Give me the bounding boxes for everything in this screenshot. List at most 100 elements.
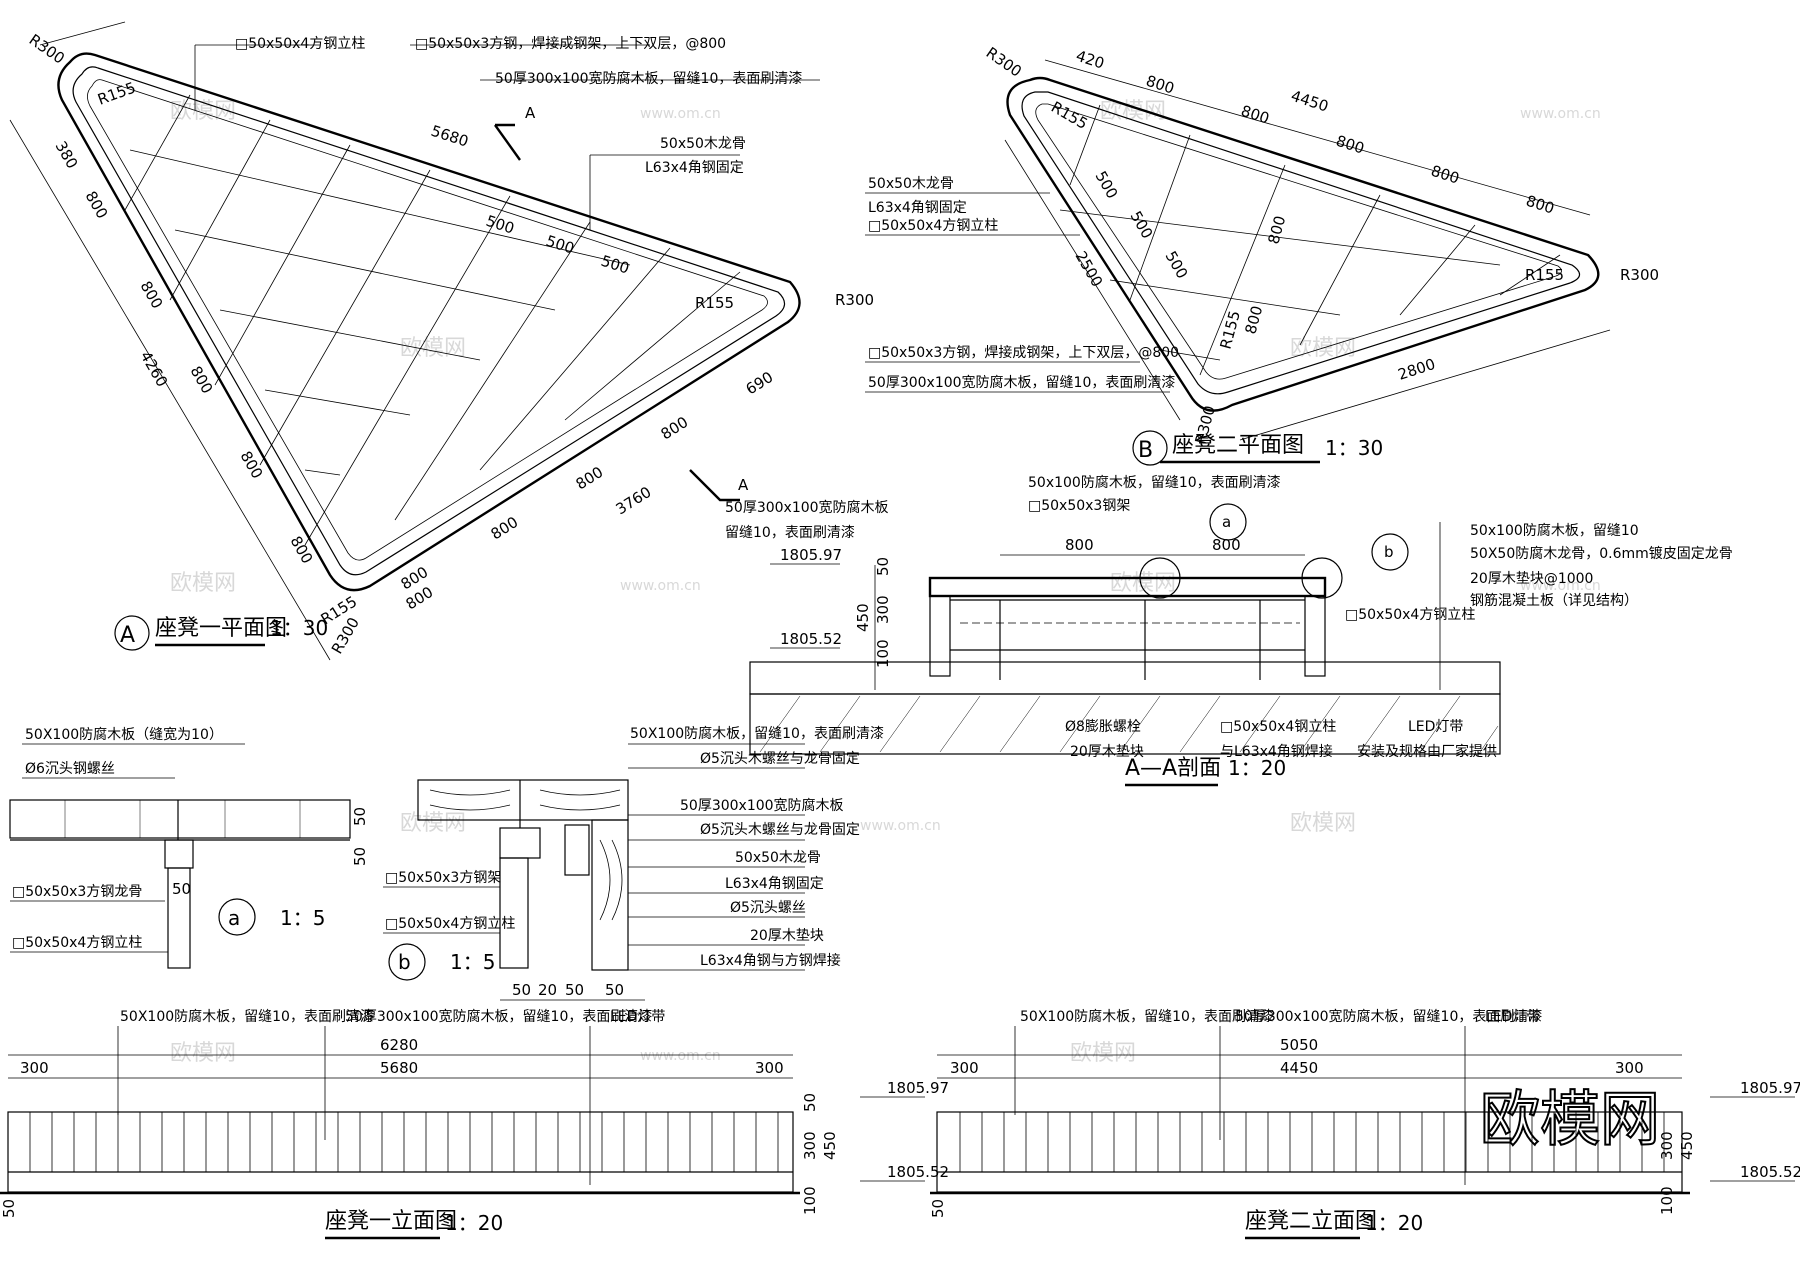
detail-a: 50 50 50 50X100防腐木板（缝宽为10） Ø6沉头钢螺丝 □50x5… (9, 726, 369, 969)
detail-b-note: Ø5沉头螺丝 (730, 900, 806, 916)
section-aa: 800 800 50 450 300 100 1805.97 1805.52 a… (725, 474, 1733, 787)
plan-b-dim: 500 (1162, 248, 1192, 282)
watermark-brand: 欧模网 (1070, 1041, 1136, 1066)
plan-b-note: 50x50木龙骨 (868, 176, 954, 192)
plan-b-dim: 800 (1144, 72, 1177, 98)
plan-a-dim: 800 (573, 463, 607, 493)
plan-b-title: 座凳二平面图 (1172, 433, 1304, 458)
section-dim: 800 (1065, 536, 1094, 554)
detail-b: 50X100防腐木板，留缝10，表面刷清漆 Ø5沉头木螺丝与龙骨固定 50厚30… (383, 725, 884, 1001)
plan-a-note: L63x4角钢固定 (645, 160, 744, 176)
section-note: LED灯带 (1408, 719, 1463, 735)
plan-b-scale: 1：30 (1325, 436, 1383, 460)
plan-a-dim: 500 (599, 252, 632, 278)
elev1-note: 50X100防腐木板，留缝10，表面刷清漆 (120, 1008, 374, 1025)
plan-b-note: □50x50x4方钢立柱 (868, 218, 998, 234)
elev2-note: LED灯带 (1485, 1009, 1540, 1025)
plan-a-dim: 500 (544, 232, 577, 258)
detail-a-dim: 50 (351, 807, 369, 826)
plan-b-dim: 800 (1334, 132, 1367, 158)
watermark-brand: 欧模网 (1290, 811, 1356, 836)
watermark-brand: 欧模网 (400, 336, 466, 361)
elev1-note: LED灯带 (610, 1009, 665, 1025)
plan-b-dim: 500 (1127, 208, 1157, 242)
plan-a-dim: 3760 (613, 483, 655, 519)
elev1-dim: 300 (755, 1059, 784, 1077)
section-note: 与L63x4角钢焊接 (1220, 743, 1333, 760)
plan-b-dim: 500 (1092, 168, 1122, 202)
section-callout: a (1222, 513, 1231, 531)
detail-a-dim: 50 (172, 880, 191, 898)
section-callout: b (1384, 543, 1394, 561)
detail-b-note: 50x50木龙骨 (735, 850, 821, 866)
elev2-dim: 5050 (1280, 1036, 1318, 1054)
elev1-scale: 1：20 (445, 1211, 503, 1235)
detail-b-note: □50x50x3方钢架 (385, 870, 501, 886)
watermark-site: www.om.cn (1520, 106, 1601, 122)
watermark-brand: 欧模网 (170, 571, 236, 596)
detail-b-note: L63x4角钢固定 (725, 876, 824, 892)
section-dim: 50 (874, 557, 892, 576)
detail-b-note: □50x50x4方钢立柱 (385, 916, 515, 932)
section-note: □50x50x4方钢立柱 (1345, 607, 1475, 623)
plan-a-dim: 800 (287, 533, 317, 567)
plan-a-tag: A (120, 623, 135, 648)
section-note: 20厚木垫块 (1070, 744, 1144, 760)
detail-b-note: Ø5沉头木螺丝与龙骨固定 (700, 822, 860, 838)
level-mark: 1805.97 (780, 546, 842, 564)
elev2-note: 50厚300x100宽防腐木板，留缝10，表面刷清漆 (1235, 1008, 1542, 1025)
plan-a-note: □50x50x3方钢，焊接成钢架，上下双层，@800 (415, 35, 726, 52)
detail-a-note: Ø6沉头钢螺丝 (25, 761, 115, 777)
plan-b-dim: 800 (1239, 102, 1272, 128)
detail-a-scale: 1：5 (280, 906, 325, 930)
plan-b-dim: R300 (1620, 266, 1659, 284)
level-mark: 1805.52 (780, 630, 842, 648)
plan-a-note: 50x50木龙骨 (660, 136, 746, 152)
level-mark: 1805.52 (887, 1163, 949, 1181)
watermark-site: www.om.cn (620, 578, 701, 594)
plan-b-dim: R155 (1216, 309, 1243, 351)
watermark-site: www.om.cn (640, 106, 721, 122)
plan-b-dim: 800 (1524, 192, 1557, 218)
plan-a-dim: 4260 (137, 348, 172, 390)
level-mark: 1805.97 (1740, 1079, 1800, 1097)
section-note: 安装及规格由厂家提供 (1357, 743, 1497, 760)
plan-b-note: □50x50x3方钢，焊接成钢架，上下双层，@800 (868, 344, 1179, 361)
elev2-note: 50X100防腐木板，留缝10，表面刷清漆 (1020, 1008, 1274, 1025)
plan-a-note: □50x50x4方钢立柱 (235, 36, 365, 52)
section-note: Ø8膨胀螺栓 (1065, 718, 1141, 735)
plan-a-dim: R155 (95, 78, 138, 108)
plan-b-dim: R155 (1048, 98, 1091, 133)
plan-b-note: 50厚300x100宽防腐木板，留缝10，表面刷清漆 (868, 374, 1175, 391)
section-note: 50厚300x100宽防腐木板 (725, 499, 889, 516)
plan-b-dim: R300 (983, 44, 1025, 81)
detail-b-note: 20厚木垫块 (750, 928, 824, 944)
detail-b-dim: 50 (512, 981, 531, 999)
plan-a-dim: 800 (658, 413, 692, 443)
elev1-dim: 450 (821, 1131, 839, 1160)
elev2-dim: 300 (1615, 1059, 1644, 1077)
plan-b-dim: 800 (1241, 304, 1266, 336)
detail-b-dim: 20 (538, 981, 557, 999)
section-note: 50X50防腐木龙骨，0.6mm镀皮固定龙骨 (1470, 545, 1733, 562)
plan-a-dim: R300 (835, 291, 874, 309)
elev1-dim: 5680 (380, 1059, 418, 1077)
elev2-dim: 4450 (1280, 1059, 1318, 1077)
section-title: A—A剖面 (1125, 756, 1221, 781)
section-note: 50x100防腐木板，留缝10 (1470, 522, 1639, 539)
elev2-dim: 50 (929, 1199, 947, 1218)
section-note: □50x50x4钢立柱 (1220, 719, 1336, 735)
detail-a-note: 50X100防腐木板（缝宽为10） (25, 726, 223, 743)
watermark-site: www.om.cn (860, 818, 941, 834)
plan-a-dim: 500 (484, 212, 517, 238)
section-dim: 800 (1212, 536, 1241, 554)
plan-b-dim: 800 (1429, 162, 1462, 188)
plan-b-tag: B (1138, 438, 1153, 463)
section-note: 留缝10，表面刷清漆 (725, 525, 855, 541)
detail-a-note: □50x50x4方钢立柱 (12, 935, 142, 951)
watermark-brand: 欧模网 (400, 811, 466, 836)
plan-b-dim: 420 (1074, 47, 1107, 73)
section-dim: 450 (854, 603, 872, 632)
plan-b-dim: 800 (1264, 214, 1289, 246)
